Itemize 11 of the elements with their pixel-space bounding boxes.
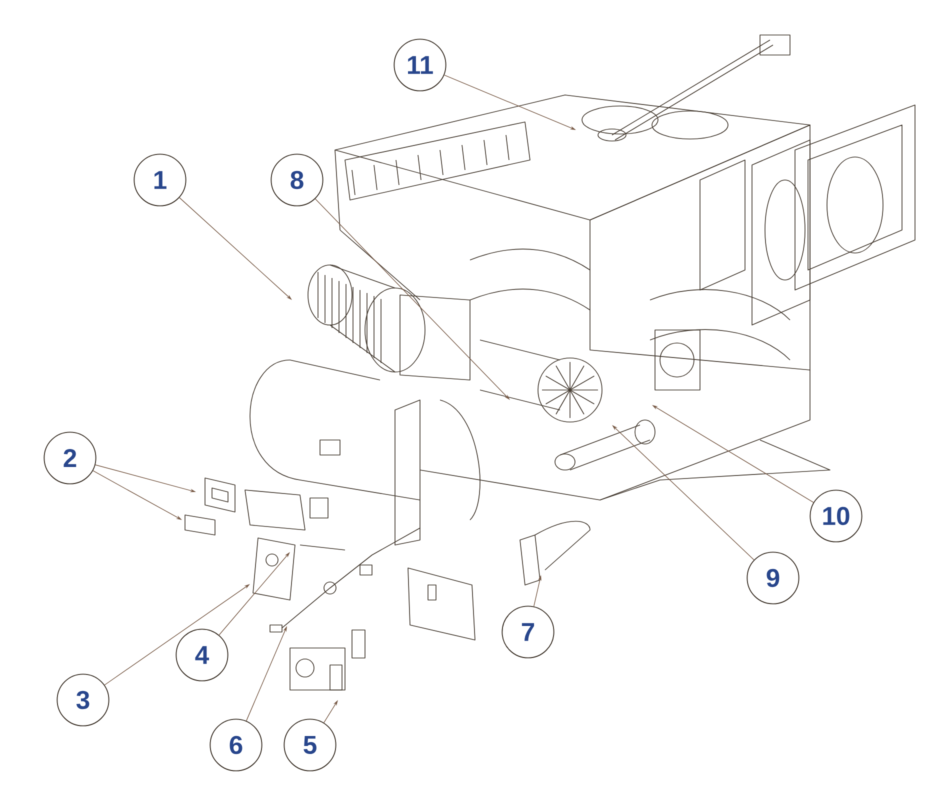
callout-number: 9 xyxy=(746,552,800,604)
callout-number: 1 xyxy=(134,154,186,206)
callout-number: 10 xyxy=(810,490,862,542)
callout-number: 5 xyxy=(284,718,336,772)
callout-number: 3 xyxy=(56,674,110,726)
callout-number: 11 xyxy=(394,38,446,92)
callout-number: 8 xyxy=(270,154,324,206)
callout-number: 7 xyxy=(502,606,554,658)
callout-number: 4 xyxy=(176,628,228,682)
callout-number: 2 xyxy=(44,432,96,484)
callout-number: 6 xyxy=(210,718,262,772)
